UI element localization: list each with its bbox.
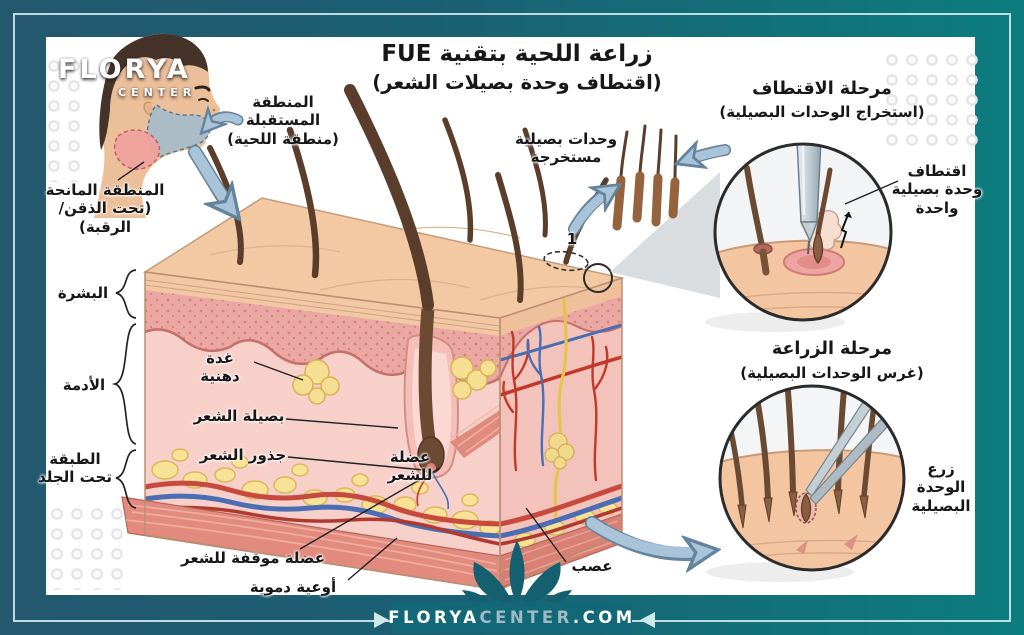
label-hair-muscle: عضلة للشعر bbox=[372, 448, 448, 485]
hair-muscle-line2: للشعر bbox=[387, 466, 433, 485]
footer-arrow-right bbox=[640, 612, 655, 628]
label-extract-single-unit: اقتطاف وحدة بصيلية واحدة bbox=[886, 162, 988, 217]
dot-grid-top-left bbox=[44, 56, 88, 182]
footer-arrow-left bbox=[374, 612, 389, 628]
label-recipient-area: المنطقة المستقبلة (منطقة اللحية) bbox=[222, 93, 344, 148]
label-hair-follicle: بصيلة الشعر bbox=[193, 407, 285, 425]
extraction-title: مرحلة الاقتطاف bbox=[752, 79, 892, 99]
page-subtitle: (اقتطاف وحدة بصيلات الشعر) bbox=[372, 71, 662, 94]
implant-label-line2: الوحدة bbox=[916, 478, 966, 497]
label-hair-roots: جذور الشعر bbox=[199, 446, 287, 464]
recipient-line2: (منطقة اللحية) bbox=[227, 129, 339, 148]
implantation-title: مرحلة الزراعة bbox=[771, 339, 893, 359]
florya-logo-sub: CENTER bbox=[118, 86, 197, 99]
label-blood-vessels: أوعية دموية bbox=[249, 578, 337, 596]
footer-url-part2: CENTER bbox=[479, 608, 573, 627]
label-epidermis: البشرة bbox=[57, 284, 109, 302]
footer-url-part3: .COM bbox=[572, 608, 636, 627]
extract-label-line3: واحدة bbox=[915, 198, 959, 217]
label-extracted-units: وحدات بصيلية مستخرجة bbox=[510, 130, 622, 167]
units-line2: مستخرجة bbox=[530, 148, 602, 167]
label-nerve: عصب bbox=[571, 557, 613, 575]
footer-url-part1: FLORYA bbox=[388, 608, 480, 627]
donor-line2: (تحت الذقن/الرقبة) bbox=[58, 199, 152, 236]
extract-label-line2: وحدة بصيلية bbox=[891, 180, 983, 199]
page-title: زراعة اللحية بتقنية FUE bbox=[381, 41, 653, 67]
implant-label-line3: البصيلية bbox=[911, 496, 971, 515]
donor-line1: المنطقة المانحة bbox=[45, 181, 165, 199]
units-line1: وحدات بصيلية bbox=[514, 130, 618, 148]
label-dermis: الأدمة bbox=[62, 376, 106, 394]
subcutaneous-line1: الطبقة bbox=[49, 450, 101, 468]
hair-muscle-line1: عضلة bbox=[389, 448, 431, 466]
extract-label-line1: اقتطاف bbox=[907, 162, 967, 180]
dot-grid-top-right bbox=[882, 50, 980, 150]
extraction-subtitle: (استخراج الوحدات البصيلية) bbox=[719, 103, 925, 121]
label-donor-area: المنطقة المانحة (تحت الذقن/الرقبة) bbox=[36, 181, 174, 236]
subcutaneous-line2: تحت الجلد bbox=[38, 468, 112, 487]
recipient-line1: المنطقة المستقبلة bbox=[245, 93, 321, 130]
dot-grid-bottom-left bbox=[47, 504, 129, 590]
implant-label-line1: زرع bbox=[927, 460, 955, 478]
label-subcutaneous: الطبقة تحت الجلد bbox=[36, 450, 114, 487]
implantation-subtitle: (غرس الوحدات البصيلية) bbox=[740, 364, 924, 382]
label-arrector-muscle: عضلة موقفة للشعر bbox=[181, 549, 325, 567]
marker-number-1: 1 bbox=[566, 230, 578, 248]
florya-logo-text: FLORYA bbox=[58, 54, 191, 85]
florya-logo: FLORYA CENTER bbox=[58, 56, 196, 98]
label-implant-unit: زرع الوحدة البصيلية bbox=[898, 460, 984, 515]
label-sebaceous-gland: غدة دهنية bbox=[200, 349, 240, 386]
